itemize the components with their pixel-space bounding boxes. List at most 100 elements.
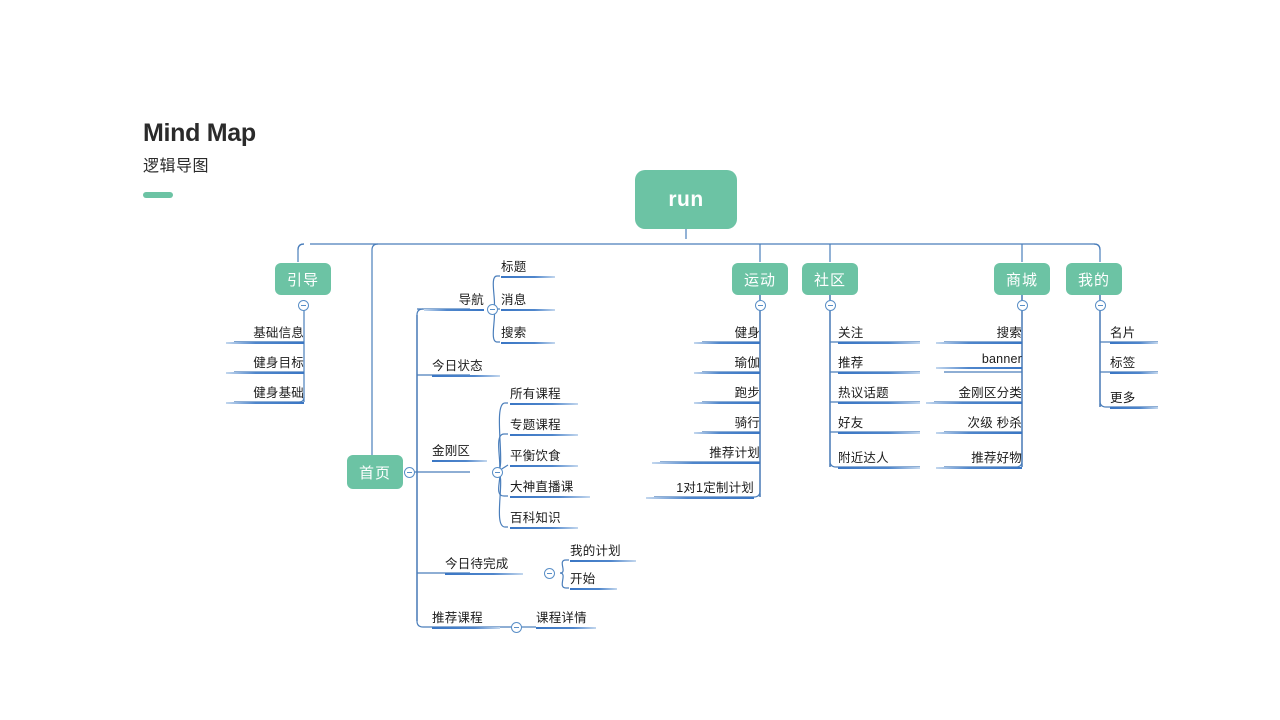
topic-underline	[926, 401, 1022, 404]
topic-label: 专题课程	[510, 418, 561, 432]
header-block: Mind Map 逻辑导图	[143, 119, 256, 199]
topic-mall-banner[interactable]: banner	[936, 352, 1022, 369]
branch-node-mall[interactable]: 商城	[994, 263, 1050, 295]
topic-guide-fitness-base[interactable]: 健身基础	[226, 382, 304, 404]
topic-sport-cycling[interactable]: 骑行	[694, 412, 760, 434]
collapse-toggle-sport[interactable]	[755, 300, 766, 311]
branch-node-sport[interactable]: 运动	[732, 263, 788, 295]
root-node-run[interactable]: run	[635, 170, 737, 229]
topic-underline	[936, 341, 1022, 344]
topic-community-recommend[interactable]: 推荐	[838, 352, 920, 374]
topic-label: 推荐计划	[709, 446, 760, 460]
topic-guide-basic-info[interactable]: 基础信息	[226, 322, 304, 344]
topic-underline	[226, 371, 304, 374]
collapse-toggle-guide[interactable]	[298, 300, 309, 311]
topic-underline	[510, 402, 578, 405]
collapse-toggle-kingkong[interactable]	[492, 467, 503, 478]
page-subtitle: 逻辑导图	[143, 158, 210, 176]
branch-node-sport-label: 运动	[743, 271, 776, 289]
topic-underline	[838, 431, 920, 434]
topic-label: 金刚区分类	[958, 386, 1022, 400]
topic-sport-fitness[interactable]: 健身	[694, 322, 760, 344]
topic-label: 今日状态	[432, 359, 483, 373]
topic-underline	[646, 496, 754, 499]
topic-label: 健身目标	[253, 356, 304, 370]
topic-sport-one-on-one-plan[interactable]: 1对1定制计划	[646, 477, 754, 499]
topic-mine-tags[interactable]: 标签	[1110, 352, 1158, 374]
topic-underline	[510, 495, 590, 498]
topic-underline	[536, 626, 596, 629]
topic-mall-secondary-flash-sale[interactable]: 次级 秒杀	[936, 412, 1022, 434]
topic-mall-search[interactable]: 搜索	[936, 322, 1022, 344]
topic-nav-title[interactable]: 标题	[501, 256, 555, 278]
topic-label: 跑步	[734, 386, 760, 400]
topic-label: 标题	[501, 260, 527, 274]
collapse-toggle-home[interactable]	[404, 467, 415, 478]
collapse-toggle-nav[interactable]	[487, 304, 498, 315]
topic-underline	[838, 341, 920, 344]
topic-label: banner	[981, 352, 1022, 366]
topic-label: 1对1定制计划	[676, 481, 754, 495]
topic-underline	[936, 366, 1022, 369]
topic-home-recommended-courses[interactable]: 推荐课程	[432, 607, 500, 629]
page-title: Mind Map	[143, 119, 256, 147]
branch-node-guide-label: 引导	[286, 271, 319, 289]
topic-mine-business-card[interactable]: 名片	[1110, 322, 1158, 344]
topic-sport-yoga[interactable]: 瑜伽	[694, 352, 760, 374]
branch-node-mine[interactable]: 我的	[1066, 263, 1122, 295]
topic-kingkong-live-course[interactable]: 大神直播课	[510, 476, 590, 498]
collapse-toggle-today-todo[interactable]	[544, 568, 555, 579]
topic-label: 我的计划	[570, 544, 621, 558]
topic-label: 附近达人	[838, 451, 889, 465]
topic-home-today-status[interactable]: 今日状态	[432, 355, 500, 377]
topic-home-nav[interactable]: 导航	[424, 289, 484, 311]
topic-community-hot-topics[interactable]: 热议话题	[838, 382, 920, 404]
topic-kingkong-encyclopedia[interactable]: 百科知识	[510, 507, 578, 529]
branch-node-community[interactable]: 社区	[802, 263, 858, 295]
topic-nav-message[interactable]: 消息	[501, 289, 555, 311]
topic-todo-my-plan[interactable]: 我的计划	[570, 540, 636, 562]
topic-label: 健身基础	[253, 386, 304, 400]
topic-underline	[501, 341, 555, 344]
topic-community-friends[interactable]: 好友	[838, 412, 920, 434]
topic-underline	[936, 466, 1022, 469]
topic-sport-running[interactable]: 跑步	[694, 382, 760, 404]
topic-sport-recommended-plan[interactable]: 推荐计划	[652, 442, 760, 464]
topic-todo-start[interactable]: 开始	[570, 568, 617, 590]
topic-underline	[510, 433, 578, 436]
topic-kingkong-all-courses[interactable]: 所有课程	[510, 383, 578, 405]
topic-underline	[838, 401, 920, 404]
topic-community-nearby-experts[interactable]: 附近达人	[838, 447, 920, 469]
topic-home-today-todo[interactable]: 今日待完成	[445, 553, 523, 575]
topic-underline	[652, 461, 760, 464]
branch-node-guide[interactable]: 引导	[275, 263, 331, 295]
topic-community-follow[interactable]: 关注	[838, 322, 920, 344]
topic-underline	[226, 401, 304, 404]
collapse-toggle-mine[interactable]	[1095, 300, 1106, 311]
accent-bar	[143, 192, 173, 199]
collapse-toggle-recommended-courses[interactable]	[511, 622, 522, 633]
topic-underline	[226, 341, 304, 344]
topic-label: 大神直播课	[510, 480, 574, 494]
topic-mall-recommended-goods[interactable]: 推荐好物	[936, 447, 1022, 469]
topic-guide-fitness-goal[interactable]: 健身目标	[226, 352, 304, 374]
topic-kingkong-topic-courses[interactable]: 专题课程	[510, 414, 578, 436]
topic-label: 平衡饮食	[510, 449, 561, 463]
topic-home-kingkong[interactable]: 金刚区	[432, 440, 487, 462]
topic-mine-more[interactable]: 更多	[1110, 387, 1158, 409]
topic-underline	[424, 308, 484, 311]
topic-label: 搜索	[996, 326, 1022, 340]
branch-node-mine-label: 我的	[1077, 271, 1110, 289]
topic-label: 好友	[838, 416, 864, 430]
topic-nav-search[interactable]: 搜索	[501, 322, 555, 344]
topic-mall-kingkong-category[interactable]: 金刚区分类	[926, 382, 1022, 404]
topic-course-detail[interactable]: 课程详情	[536, 607, 596, 629]
topic-label: 开始	[570, 572, 596, 586]
collapse-toggle-mall[interactable]	[1017, 300, 1028, 311]
topic-underline	[936, 431, 1022, 434]
topic-underline	[694, 371, 760, 374]
topic-label: 热议话题	[838, 386, 889, 400]
topic-kingkong-balanced-diet[interactable]: 平衡饮食	[510, 445, 578, 467]
collapse-toggle-community[interactable]	[825, 300, 836, 311]
branch-node-home[interactable]: 首页	[347, 455, 403, 489]
